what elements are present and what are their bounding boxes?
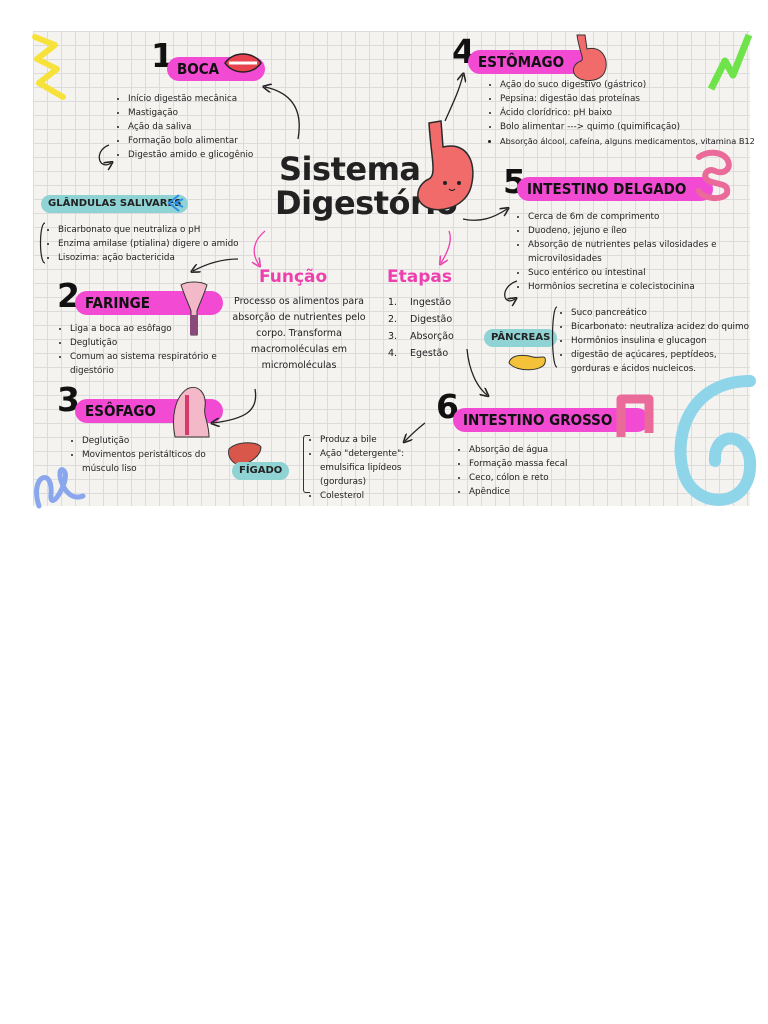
glandulas-label: GLÂNDULAS SALIVARES — [41, 195, 189, 213]
arrow-to-figado — [405, 422, 426, 441]
list-item: Absorção álcool, cafeína, alguns medicam… — [500, 134, 755, 148]
list-item: Hormônios secretina e colecistocinina — [528, 280, 728, 294]
arrow-to-faringe — [193, 258, 239, 271]
stomach-illustration — [417, 120, 474, 211]
list-item: digestão de açúcares, peptídeos, gordura… — [571, 348, 751, 376]
list-item: Hormônios insulina e glucagon — [571, 334, 751, 348]
list-item: Comum ao sistema respiratório e digestór… — [70, 350, 220, 378]
arrow-to-esofago — [213, 388, 257, 423]
list-item: Bolo alimentar ---> quimo (quimificação) — [500, 120, 755, 134]
etapa-item: 4.Egestão — [388, 348, 449, 359]
etapa-item: 1.Ingestão — [388, 297, 452, 308]
mouth-lips-icon — [224, 53, 262, 73]
funcao-heading: Função — [259, 267, 328, 287]
glandulas-bracket — [39, 222, 46, 264]
esofago-list: Deglutição Movimentos peristálticos do m… — [71, 434, 212, 476]
list-item: Ação "detergente": emulsifica lipídeos (… — [320, 447, 450, 489]
delgado-list: Cerca de 6m de comprimento Duodeno, jeju… — [517, 210, 728, 294]
arrow-to-etapas — [441, 230, 451, 263]
list-item: Cerca de 6m de comprimento — [528, 210, 728, 224]
list-item: Duodeno, jejuno e íleo — [528, 224, 728, 238]
figado-label: FÍGADO — [232, 462, 290, 480]
grosso-label: INTESTINO GROSSO — [453, 408, 649, 432]
liver-icon — [228, 442, 262, 466]
list-item: Pepsina: digestão das proteínas — [500, 92, 755, 106]
list-item: Suco pancreático — [571, 306, 751, 320]
pancreas-list: Suco pancreático Bicarbonato: neutraliza… — [560, 306, 751, 376]
grosso-list: Absorção de água Formação massa fecal Ce… — [458, 443, 567, 499]
list-item: Colesterol — [320, 489, 450, 503]
figado-list: Produz a bile Ação "detergente": emulsif… — [309, 433, 450, 503]
list-item: Suco entérico ou intestinal — [528, 266, 728, 280]
curl-pancreas — [504, 280, 517, 301]
arrow-to-funcao — [254, 230, 266, 265]
large-intestine-icon — [616, 394, 654, 437]
list-item: Formação massa fecal — [469, 457, 567, 471]
digestive-system-mindmap: Sistema Digestório Função Processo os al… — [32, 31, 757, 509]
boca-list: Início digestão mecânica Mastigação Ação… — [117, 92, 253, 162]
faringe-number: 2 — [57, 276, 80, 315]
cyan-spiral-decoration — [674, 375, 757, 506]
list-item: Formação bolo alimentar — [128, 134, 253, 148]
yellow-squiggle-decoration — [32, 34, 66, 100]
small-intestine-icon — [696, 149, 732, 201]
etapas-heading: Etapas — [387, 267, 452, 287]
list-item: Absorção de água — [469, 443, 567, 457]
etapas-list: 1.Ingestão 2.Digestão 3.Absorção 4.Egest… — [388, 294, 454, 362]
pharynx-icon — [180, 281, 208, 336]
list-item: Bicarbonato: neutraliza acidez do quimo — [571, 320, 751, 334]
main-title: Sistema Digestório — [275, 150, 458, 220]
pancreas-icon — [508, 354, 546, 371]
list-item: Digestão amido e glicogênio — [128, 148, 253, 162]
esophagus-icon — [173, 387, 210, 438]
arrow-to-delgado — [462, 209, 507, 221]
pancreas-bracket — [551, 306, 558, 368]
list-item: Ácido clorídrico: pH baixo — [500, 106, 755, 120]
list-item: Ação da saliva — [128, 120, 253, 134]
list-item: Liga a boca ao esôfago — [70, 322, 220, 336]
list-item: Bicarbonato que neutraliza o pH — [58, 223, 239, 237]
list-item: Movimentos peristálticos do músculo liso — [82, 448, 212, 476]
title-line-1: Sistema — [279, 150, 421, 188]
estomago-list: Ação do suco digestivo (gástrico) Pepsin… — [489, 78, 755, 148]
esofago-number: 3 — [57, 380, 80, 419]
green-zigzag-decoration — [707, 33, 753, 91]
list-item: Ação do suco digestivo (gástrico) — [500, 78, 755, 92]
figado-bracket — [303, 435, 310, 493]
etapa-item: 2.Digestão — [388, 314, 453, 325]
arrow-to-boca — [265, 87, 300, 140]
glandulas-list: Bicarbonato que neutraliza o pH Enzima a… — [47, 223, 239, 265]
funcao-text: Processo os alimentos para absorção de n… — [232, 296, 366, 371]
pancreas-label: PÂNCREAS — [484, 329, 558, 347]
list-item: Deglutição — [82, 434, 212, 448]
faringe-list: Liga a boca ao esôfago Deglutição Comum … — [59, 322, 220, 378]
list-item: Absorção de nutrientes pelas vilosidades… — [528, 238, 728, 266]
list-item: Início digestão mecânica — [128, 92, 253, 106]
arrow-to-grosso — [466, 348, 487, 395]
list-item: Ceco, cólon e reto — [469, 471, 567, 485]
list-item: Mastigação — [128, 106, 253, 120]
delgado-label: INTESTINO DELGADO — [517, 177, 713, 201]
glandulas-blue-rays — [167, 194, 184, 212]
curl-glandulas — [98, 144, 111, 165]
list-item: Apêndice — [469, 485, 567, 499]
etapa-item: 3.Absorção — [388, 331, 454, 342]
list-item: Deglutição — [70, 336, 220, 350]
stomach-small-icon — [572, 34, 607, 81]
list-item: Enzima amilase (ptialina) digere o amido — [58, 237, 239, 251]
list-item: Lisozima: ação bactericida — [58, 251, 239, 265]
list-item: Produz a bile — [320, 433, 450, 447]
blue-loops-decoration — [34, 467, 86, 509]
arrow-to-estomago — [444, 75, 463, 122]
connector-arrows — [39, 31, 558, 506]
